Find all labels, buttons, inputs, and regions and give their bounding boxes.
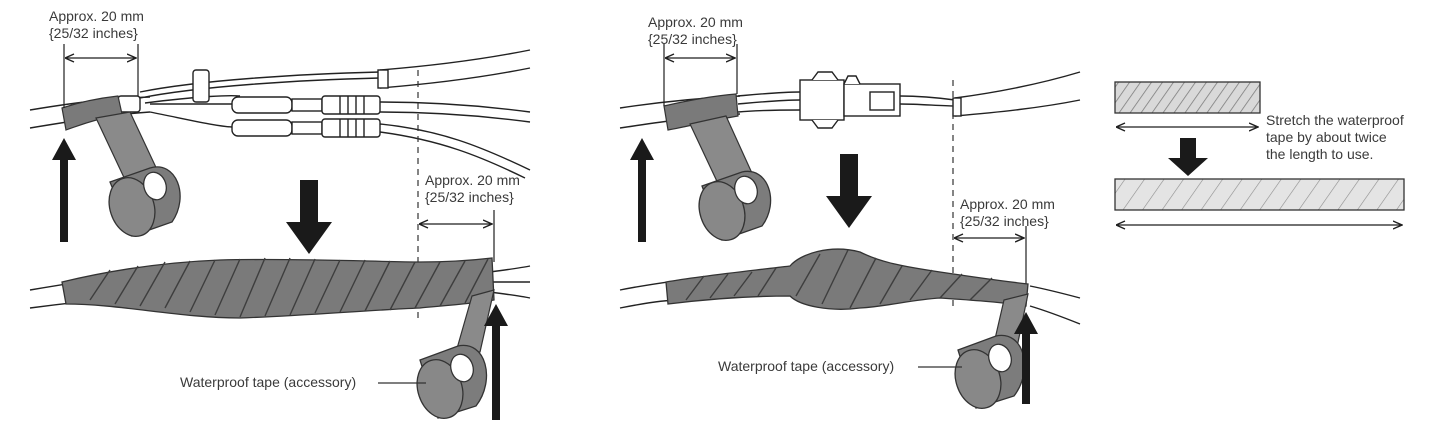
down-arrow-icon (286, 180, 332, 254)
tape-band (663, 93, 739, 131)
left-wrapped-cable (29, 257, 531, 419)
middle-panel (619, 44, 1081, 409)
dimension-line-top (63, 44, 139, 108)
up-arrow-icon (1014, 312, 1038, 404)
up-arrow-icon (52, 138, 76, 242)
middle-wrapped-cable (619, 248, 1081, 409)
down-arrow-icon (1168, 138, 1208, 176)
tape-after-stretch (1114, 178, 1405, 211)
middle-top-dimension-label: Approx. 20 mm {25/32 inches} (648, 14, 743, 47)
tape-roll-icon (698, 170, 772, 241)
left-top-dimension-label: Approx. 20 mm {25/32 inches} (49, 8, 144, 41)
middle-top-cable-assembly (619, 71, 1081, 129)
dimension-line-bottom (420, 210, 495, 262)
up-arrow-icon (630, 138, 654, 242)
stretch-instruction-note: Stretch the waterproof tape by about twi… (1266, 112, 1404, 162)
middle-bottom-dimension-label: Approx. 20 mm {25/32 inches} (960, 196, 1055, 229)
right-panel (1114, 81, 1405, 225)
left-tape-label: Waterproof tape (accessory) (180, 374, 357, 390)
left-bottom-dimension-label: Approx. 20 mm {25/32 inches} (425, 172, 520, 205)
dimension-line-bottom (955, 226, 1027, 286)
down-arrow-icon (826, 154, 872, 228)
up-arrow-icon (484, 304, 508, 420)
tape-before-stretch (1114, 81, 1261, 114)
left-top-cable-assembly (29, 49, 531, 179)
middle-tape-label: Waterproof tape (accessory) (718, 358, 895, 374)
tape-roll-icon (108, 166, 181, 237)
dimension-line-top (663, 44, 738, 106)
left-panel (29, 44, 531, 420)
